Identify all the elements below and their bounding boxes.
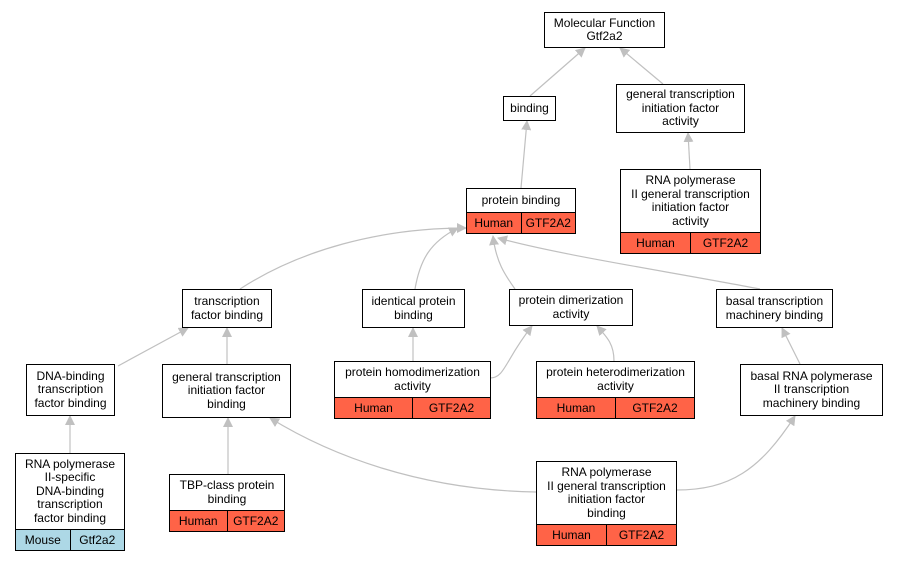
node-rna-polymerase-ii-gtif-binding[interactable]: RNA polymerase II general transcription … xyxy=(536,461,677,546)
node-binding[interactable]: binding xyxy=(503,96,556,121)
node-general-transcription-initiation-factor-activity[interactable]: general transcription initiation factor … xyxy=(616,84,745,133)
annotation-row: Human GTF2A2 xyxy=(335,397,490,418)
node-label: RNA polymerase II-specific DNA-binding t… xyxy=(24,456,116,525)
annotation-row: Mouse Gtf2a2 xyxy=(16,529,124,550)
node-protein-binding[interactable]: protein binding Human GTF2A2 xyxy=(466,188,576,234)
edge-dnabtf-tf xyxy=(117,327,189,367)
species-label: Human xyxy=(335,398,412,418)
node-tbp-class-protein-binding[interactable]: TBP-class protein binding Human GTF2A2 xyxy=(169,474,285,532)
edge-rnapgtifb-gtifb xyxy=(269,417,537,493)
node-label: binding xyxy=(510,100,549,115)
node-dna-binding-transcription-factor-binding[interactable]: DNA-binding transcription factor binding xyxy=(26,364,115,416)
edge-gtifa-mf xyxy=(619,47,664,85)
node-rna-polymerase-ii-gtif-activity[interactable]: RNA polymerase II general transcription … xyxy=(620,169,761,254)
node-label: protein binding xyxy=(481,192,561,207)
edge-basal-pb xyxy=(497,235,761,290)
gene-label: GTF2A2 xyxy=(520,213,575,233)
node-identical-protein-binding[interactable]: identical protein binding xyxy=(362,289,465,328)
species-label: Human xyxy=(170,511,227,531)
node-molecular-function[interactable]: Molecular Function Gtf2a2 xyxy=(544,12,665,48)
node-protein-heterodimerization-activity[interactable]: protein heterodimerization activity Huma… xyxy=(536,361,695,419)
node-label: basal RNA polymerase II transcription ma… xyxy=(750,368,873,410)
node-basal-transcription-machinery-binding[interactable]: basal transcription machinery binding xyxy=(716,289,833,328)
annotation-row: Human GTF2A2 xyxy=(537,524,676,545)
node-transcription-factor-binding[interactable]: transcription factor binding xyxy=(182,289,272,328)
species-label: Human xyxy=(467,213,521,233)
edge-pb-binding xyxy=(520,120,532,189)
annotation-row: Human GTF2A2 xyxy=(621,232,760,253)
gene-label: GTF2A2 xyxy=(412,398,490,418)
node-label: Molecular Function Gtf2a2 xyxy=(553,15,656,43)
gene-label: GTF2A2 xyxy=(615,398,694,418)
edge-homo-dimer xyxy=(489,325,533,379)
edge-basalrnap-basal xyxy=(781,327,801,365)
edge-identical-pb xyxy=(414,227,459,290)
species-label: Human xyxy=(537,398,615,418)
edge-rnapgtifb-basalrnap xyxy=(675,415,796,491)
edge-tf-pb xyxy=(239,223,467,290)
edge-dimer-pb xyxy=(489,235,516,290)
node-label: general transcription initiation factor … xyxy=(172,369,281,411)
node-label: identical protein binding xyxy=(371,294,456,322)
node-label: transcription factor binding xyxy=(190,294,264,322)
node-general-transcription-initiation-factor-binding[interactable]: general transcription initiation factor … xyxy=(162,364,291,418)
annotation-row: Human GTF2A2 xyxy=(537,397,694,418)
edge-binding-mf xyxy=(529,47,586,97)
species-label: Human xyxy=(537,525,606,545)
node-protein-homodimerization-activity[interactable]: protein homodimerization activity Human … xyxy=(334,361,491,419)
gene-label: GTF2A2 xyxy=(690,233,760,253)
annotation-row: Human GTF2A2 xyxy=(170,510,284,531)
gene-label: GTF2A2 xyxy=(226,511,284,531)
node-label: TBP-class protein binding xyxy=(179,478,275,506)
annotation-row: Human GTF2A2 xyxy=(467,212,575,233)
node-label: protein homodimerization activity xyxy=(345,365,480,393)
node-label: basal transcription machinery binding xyxy=(725,294,824,322)
edge-hetero-dimer xyxy=(596,325,615,362)
species-label: Human xyxy=(621,233,690,253)
gene-label: Gtf2a2 xyxy=(69,530,124,550)
species-label: Mouse xyxy=(16,530,70,550)
node-label: RNA polymerase II general transcription … xyxy=(631,173,750,228)
node-label: protein heterodimerization activity xyxy=(546,365,685,393)
node-label: RNA polymerase II general transcription … xyxy=(547,465,666,520)
node-label: protein dimerization activity xyxy=(518,293,624,321)
gene-label: GTF2A2 xyxy=(606,525,676,545)
node-label: DNA-binding transcription factor binding xyxy=(34,368,107,410)
edge-rnapgtifa-gtifa xyxy=(683,132,694,170)
node-label: general transcription initiation factor … xyxy=(626,87,735,129)
node-basal-rna-polymerase-ii-machinery-binding[interactable]: basal RNA polymerase II transcription ma… xyxy=(740,364,883,416)
node-protein-dimerization-activity[interactable]: protein dimerization activity xyxy=(509,289,633,326)
node-rna-polymerase-ii-specific-dna-binding[interactable]: RNA polymerase II-specific DNA-binding t… xyxy=(15,453,125,551)
